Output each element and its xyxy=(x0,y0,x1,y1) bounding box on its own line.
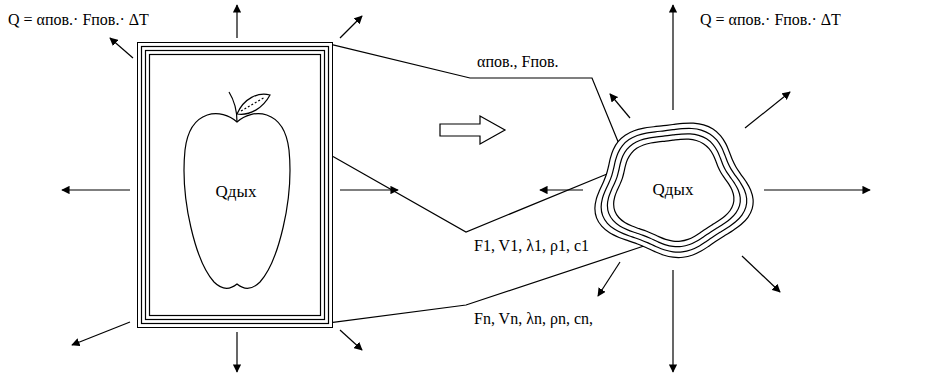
heat-arrow xyxy=(72,322,130,345)
layer-outline xyxy=(607,134,740,247)
apple-stem xyxy=(229,92,237,122)
heat-arrow xyxy=(764,189,870,190)
layer-outline xyxy=(614,139,734,241)
transform-arrow xyxy=(440,116,505,144)
layer-parameters: F1, V1, λ1, ρ1, c1 xyxy=(472,236,591,255)
layer-outline xyxy=(595,123,753,257)
heat-arrow xyxy=(672,5,673,110)
heat-formula: Q = αпов.· Fпов.· ΔT xyxy=(700,10,841,29)
layer-outline xyxy=(146,51,325,320)
heat-arrow xyxy=(672,270,673,372)
heat-arrow xyxy=(598,262,620,296)
layer-parameters: αпов., Fпов. xyxy=(475,52,561,71)
heat-arrow xyxy=(110,38,133,58)
heat-arrow xyxy=(340,189,398,190)
leaf-vein xyxy=(241,97,265,111)
apple-leaf xyxy=(237,94,270,114)
heat-arrow xyxy=(610,94,630,118)
heat-arrow xyxy=(236,332,237,372)
heat-arrow xyxy=(62,189,130,190)
heat-arrow xyxy=(745,92,790,128)
layer-parameters: Fn, Vn, λn, ρn, cn, xyxy=(472,309,595,328)
apple-body xyxy=(184,114,290,289)
node-text-group: Qдых xyxy=(653,180,694,200)
layer-correspondence-line xyxy=(333,45,618,142)
heat-arrow xyxy=(540,189,583,190)
layer-outline xyxy=(142,47,329,324)
heat-symbol: Qдых xyxy=(216,182,257,202)
layer-correspondence-line xyxy=(333,156,606,232)
layer-outline xyxy=(150,55,321,316)
layered-blob: Qдых xyxy=(588,115,758,265)
heat-arrow xyxy=(340,16,362,38)
heat-formula: Q = αпов.· Fпов.· ΔT xyxy=(8,10,149,29)
layer-outline xyxy=(601,128,747,252)
heat-symbol: Qдых xyxy=(653,180,694,200)
heat-arrow xyxy=(340,330,362,350)
node-text-group: Qдых xyxy=(216,182,257,202)
heat-arrow xyxy=(742,256,780,292)
layered-box: Qдых xyxy=(137,42,333,328)
heat-arrow xyxy=(236,5,237,38)
